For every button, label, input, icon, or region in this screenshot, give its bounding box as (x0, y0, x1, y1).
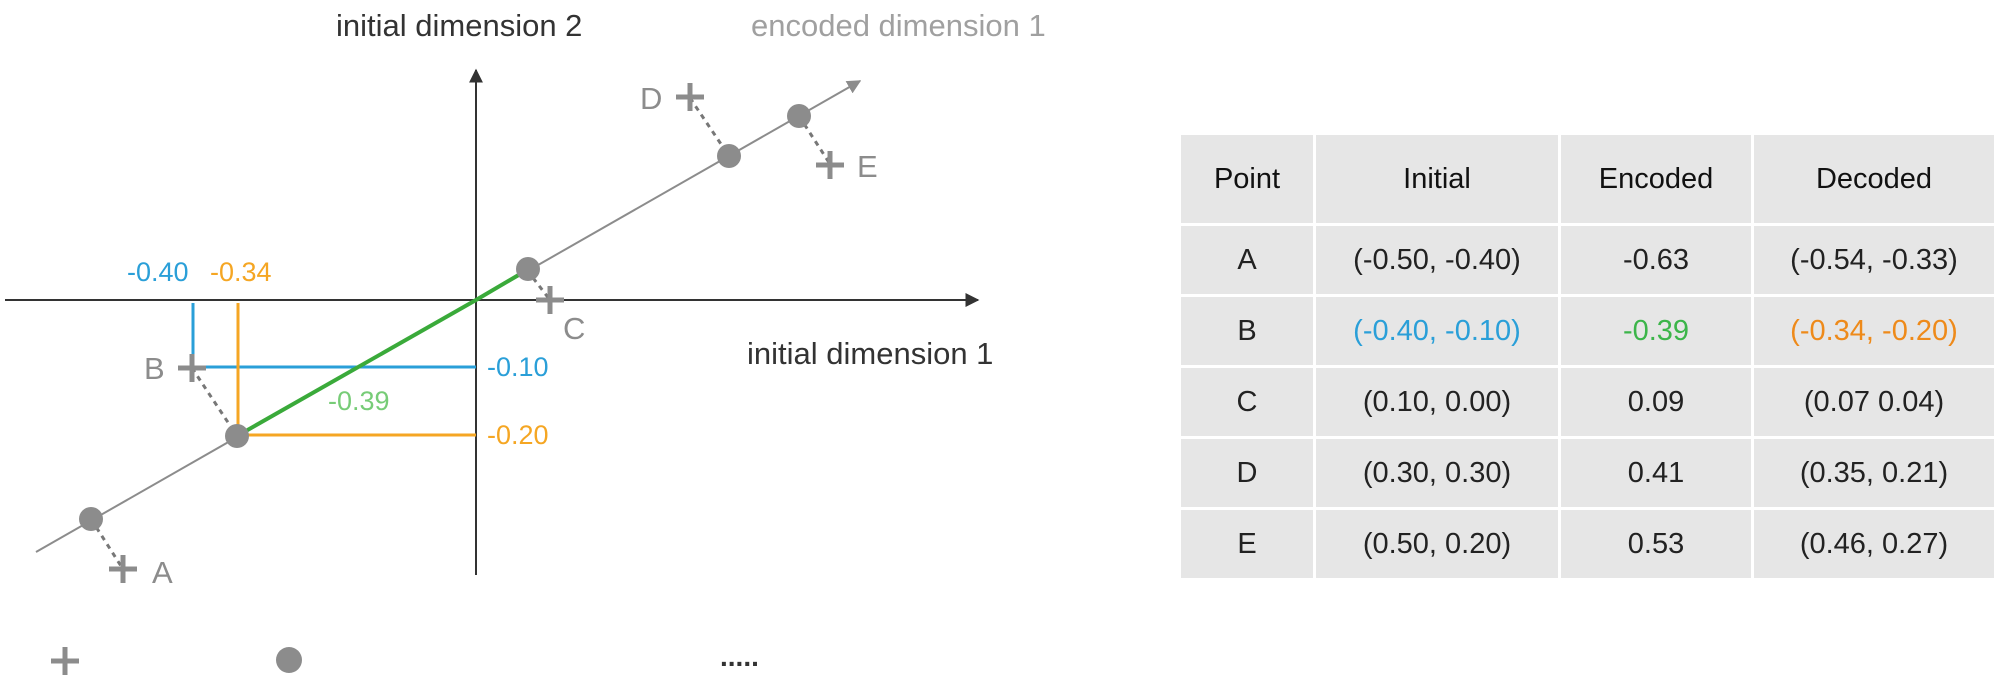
legend-circle-icon (276, 647, 302, 673)
cell-initial: (0.10, 0.00) (1313, 365, 1561, 439)
cell-initial: (0.30, 0.30) (1313, 436, 1561, 510)
header-encoded: Encoded (1558, 132, 1754, 226)
cell-encoded: -0.63 (1558, 223, 1754, 297)
point-label-a: A (152, 555, 173, 590)
cell-decoded: (-0.54, -0.33) (1751, 223, 1997, 297)
cell-decoded: (0.35, 0.21) (1751, 436, 1997, 510)
initial-point-e (816, 151, 844, 179)
b-initial-y-label: -0.10 (487, 352, 549, 382)
cell-point: A (1178, 223, 1316, 297)
pca-diagram: initial dimension 2 encoded dimension 1 … (5, 8, 1046, 675)
cell-point: E (1178, 507, 1316, 581)
initial-point-b (178, 354, 206, 382)
legend-dotted-line: ..... (720, 641, 759, 672)
table-row: A (-0.50, -0.40) -0.63 (-0.54, -0.33) (1178, 223, 1997, 297)
table-row: D (0.30, 0.30) 0.41 (0.35, 0.21) (1178, 436, 1997, 510)
b-encoded-label: -0.39 (328, 386, 390, 416)
error-line-d (688, 97, 731, 157)
point-label-e: E (857, 149, 878, 184)
cell-decoded: (-0.34, -0.20) (1751, 294, 1997, 368)
b-decoded-x-label: -0.34 (210, 257, 272, 287)
encoded-axis-label: encoded dimension 1 (751, 8, 1046, 43)
legend-plus-icon (51, 647, 79, 675)
cell-decoded: (0.46, 0.27) (1751, 507, 1997, 581)
table-row: B (-0.40, -0.10) -0.39 (-0.34, -0.20) (1178, 294, 1997, 368)
error-line-b (190, 367, 239, 437)
cell-point: D (1178, 436, 1316, 510)
cell-initial: (-0.50, -0.40) (1313, 223, 1561, 297)
cell-point: B (1178, 294, 1316, 368)
cell-point: C (1178, 365, 1316, 439)
point-label-b: B (144, 351, 165, 386)
point-label-c: C (563, 311, 585, 346)
cell-decoded: (0.07 0.04) (1751, 365, 1997, 439)
decoded-point-c (516, 257, 540, 281)
header-initial: Initial (1313, 132, 1561, 226)
decoded-point-d (717, 144, 741, 168)
initial-point-a (109, 555, 137, 583)
cell-encoded: 0.53 (1558, 507, 1754, 581)
decoded-point-b (225, 424, 249, 448)
b-decoded-y-label: -0.20 (487, 420, 549, 450)
table-row: E (0.50, 0.20) 0.53 (0.46, 0.27) (1178, 507, 1997, 581)
header-decoded: Decoded (1751, 132, 1997, 226)
b-initial-guide-blue (191, 303, 476, 369)
point-label-d: D (640, 81, 662, 116)
table-header-row: Point Initial Encoded Decoded (1178, 132, 1997, 226)
decoded-point-e (787, 104, 811, 128)
decoded-point-a (79, 507, 103, 531)
cell-initial: (0.50, 0.20) (1313, 507, 1561, 581)
error-line-c (525, 269, 552, 301)
y-axis-label: initial dimension 2 (336, 8, 582, 43)
initial-point-c (536, 286, 564, 314)
x-axis-label: initial dimension 1 (747, 336, 993, 371)
cell-encoded: -0.39 (1558, 294, 1754, 368)
b-encoded-segment (236, 298, 477, 438)
cell-encoded: 0.09 (1558, 365, 1754, 439)
header-point: Point (1178, 132, 1316, 226)
pca-results-table: Point Initial Encoded Decoded A (-0.50, … (1178, 132, 1997, 581)
initial-point-d (676, 83, 704, 111)
cell-encoded: 0.41 (1558, 436, 1754, 510)
table-row: C (0.10, 0.00) 0.09 (0.07 0.04) (1178, 365, 1997, 439)
b-initial-x-label: -0.40 (127, 257, 189, 287)
cell-initial: (-0.40, -0.10) (1313, 294, 1561, 368)
